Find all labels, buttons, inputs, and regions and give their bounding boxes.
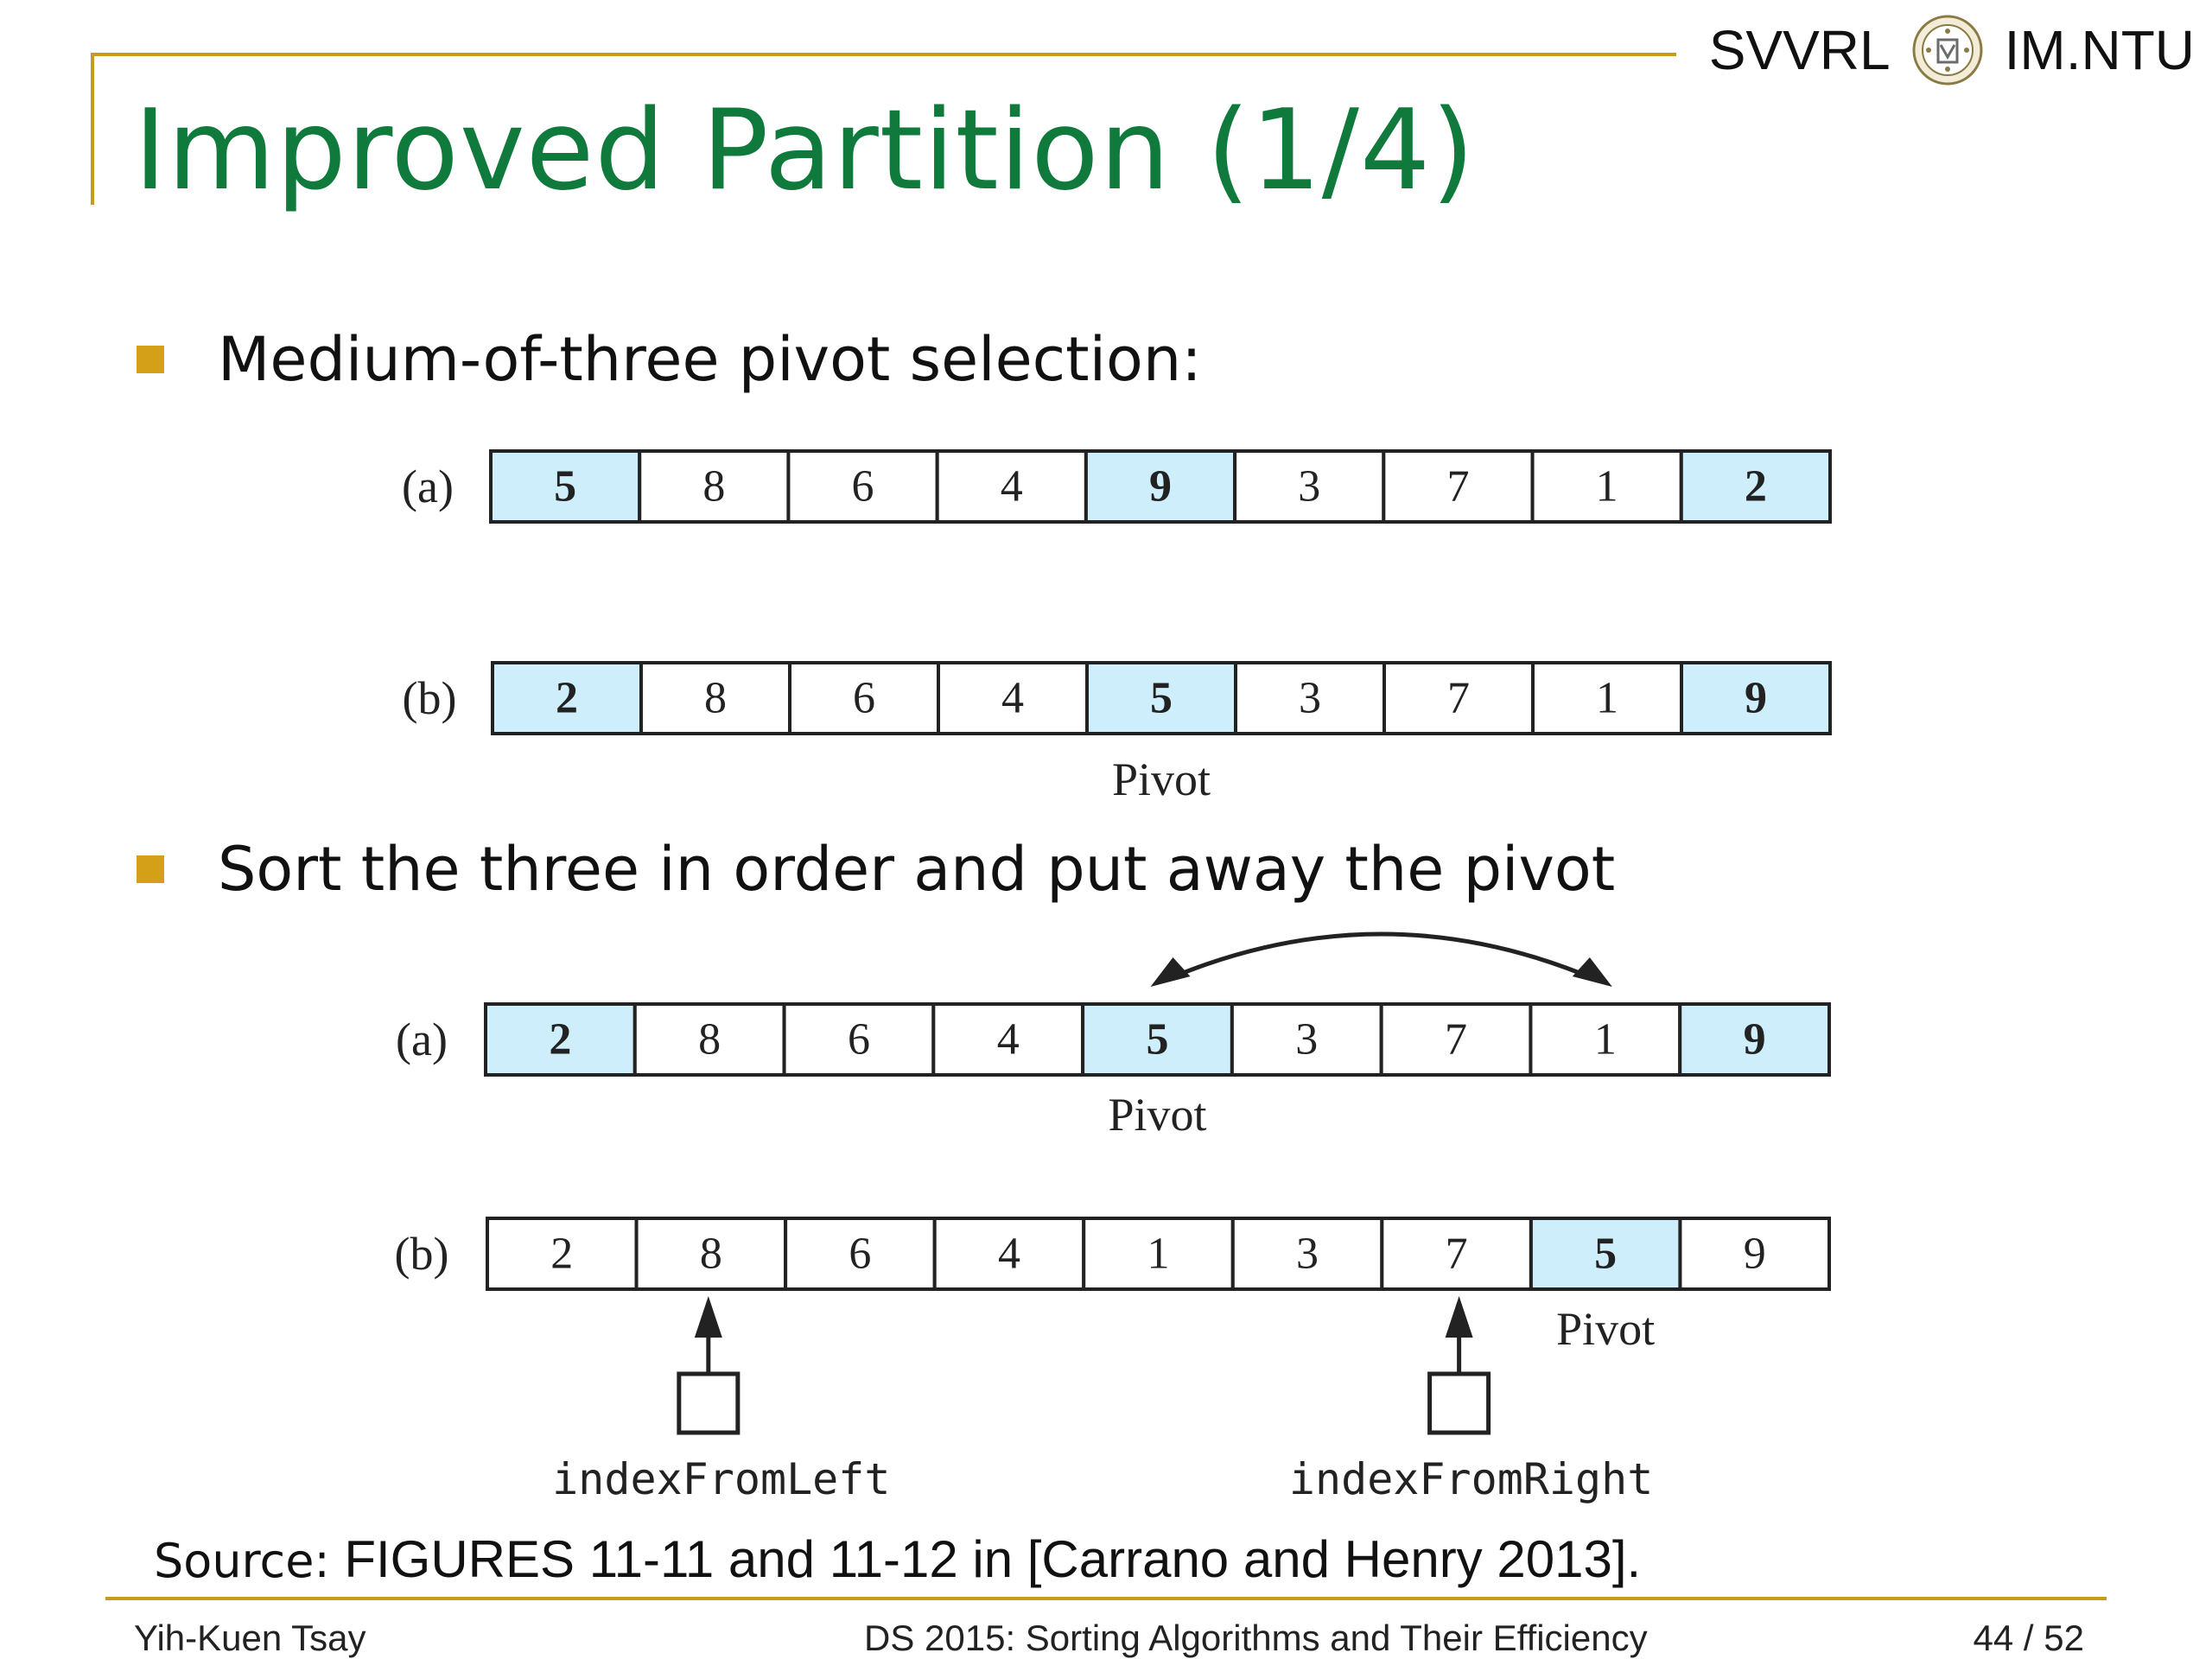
university-seal-icon: [1912, 15, 1983, 86]
cell-value: 1: [1147, 1230, 1170, 1279]
cell-value: 3: [1299, 674, 1321, 723]
brand-imntu: IM.NTU: [2004, 19, 2195, 81]
cell-value: 2: [550, 1230, 573, 1279]
cell-value: 3: [1298, 462, 1320, 512]
cell-value: 9: [1744, 1015, 1766, 1065]
footer-author: Yih-Kuen Tsay: [134, 1618, 366, 1658]
pivot-label: Pivot: [1108, 1089, 1206, 1141]
footer-course: DS 2015: Sorting Algorithms and Their Ef…: [864, 1618, 1648, 1658]
bullet-text: Medium-of-three pivot selection:: [218, 324, 1202, 395]
cell-value: 3: [1296, 1230, 1319, 1279]
source-prefix: Source:: [154, 1534, 330, 1588]
cell-value: 6: [848, 1015, 870, 1065]
cell-value: 4: [1001, 462, 1023, 512]
square-bullet-icon: [137, 855, 164, 883]
index-from-left-label: indexFromLeft: [552, 1454, 890, 1504]
source-text: FIGURES 11-11 and 11-12 in [Carrano and …: [329, 1530, 1642, 1588]
array-cell-highlighted: [1680, 661, 1832, 735]
cell-value: 8: [698, 1015, 721, 1065]
arrowhead-left-icon: [1150, 957, 1191, 987]
brand-svvrl: SVVRL: [1708, 19, 1891, 81]
array-cell-highlighted: [1085, 661, 1237, 735]
pivot-label: Pivot: [1556, 1303, 1655, 1355]
footer-rule: [105, 1597, 2107, 1600]
bullet-item: Sort the three in order and put away the…: [137, 834, 1615, 905]
cell-value: 3: [1295, 1015, 1318, 1065]
cell-value: 8: [704, 674, 727, 723]
array-cell-highlighted: [1678, 1002, 1831, 1077]
cell-value: 9: [1149, 462, 1172, 512]
arrow-up-icon: [694, 1296, 722, 1338]
row-label: (b): [395, 1228, 449, 1280]
array-cell: [1379, 1002, 1533, 1077]
array-cell-highlighted: [484, 1002, 637, 1077]
array-cell: [937, 661, 1089, 735]
arrow-up-icon: [1445, 1296, 1473, 1338]
slide-title: Improved Partition (1/4): [134, 86, 1476, 215]
row-label: (a): [402, 461, 454, 512]
brand-bar: SVVRL IM.NTU: [1709, 12, 2195, 88]
array-cell: [1082, 1217, 1235, 1291]
cell-value: 8: [700, 1230, 722, 1279]
row-label: (a): [396, 1014, 448, 1065]
cell-value: 1: [1596, 674, 1618, 723]
row-label: (b): [403, 672, 457, 724]
array-cell: [1530, 449, 1683, 524]
array-cell: [1234, 661, 1386, 735]
array-cell: [638, 449, 791, 524]
cell-value: 7: [1445, 1015, 1467, 1065]
cell-value: 7: [1447, 674, 1470, 723]
arrowhead-right-icon: [1572, 957, 1612, 987]
cell-value: 4: [1001, 674, 1024, 723]
swap-arrow: [1165, 931, 1598, 982]
cell-value: 5: [1150, 674, 1173, 723]
cell-value: 5: [1147, 1015, 1169, 1065]
header-corner-rule: [91, 53, 94, 205]
array-cell-highlighted: [1679, 449, 1833, 524]
array-cell: [786, 449, 939, 524]
array-cell: [932, 1217, 1086, 1291]
cell-value: 2: [549, 1015, 571, 1065]
cell-value: 6: [849, 1230, 871, 1279]
bullet-item: Medium-of-three pivot selection:: [137, 324, 1202, 395]
bullet-text: Sort the three in order and put away the…: [218, 834, 1616, 905]
cell-value: 6: [853, 674, 875, 723]
cell-value: 7: [1446, 1230, 1468, 1279]
cell-value: 1: [1594, 1015, 1617, 1065]
array-cell: [784, 1217, 937, 1291]
index-from-right-label: indexFromRight: [1289, 1454, 1653, 1504]
array-cell: [931, 1002, 1085, 1077]
footer-page-number: 44 / 52: [1973, 1618, 2084, 1658]
index-from-left-box: [677, 1371, 741, 1435]
cell-value: 6: [852, 462, 874, 512]
array-cell: [1382, 661, 1535, 735]
pivot-label: Pivot: [1112, 753, 1211, 805]
array-cell-highlighted: [489, 449, 642, 524]
cell-value: 8: [702, 462, 725, 512]
array-cell: [1382, 449, 1535, 524]
header-rule: [91, 53, 1676, 56]
cell-value: 2: [556, 674, 578, 723]
array-cell: [788, 661, 940, 735]
cell-value: 2: [1745, 462, 1767, 512]
cell-value: 7: [1446, 462, 1469, 512]
array-cell-highlighted: [1081, 1002, 1234, 1077]
cell-value: 5: [554, 462, 576, 512]
array-cell: [1230, 1217, 1384, 1291]
cell-value: 9: [1745, 674, 1767, 723]
array-cell: [486, 1217, 639, 1291]
source-citation: Source: FIGURES 11-11 and 11-12 in [Carr…: [154, 1529, 1641, 1589]
cell-value: 4: [998, 1230, 1020, 1279]
square-bullet-icon: [137, 346, 164, 373]
array-cell: [1678, 1217, 1832, 1291]
cell-value: 4: [997, 1015, 1020, 1065]
array-cell: [1233, 449, 1386, 524]
cell-value: 5: [1594, 1230, 1617, 1279]
cell-value: 1: [1596, 462, 1618, 512]
array-cell: [1230, 1002, 1383, 1077]
index-from-right-box: [1427, 1371, 1491, 1435]
cell-value: 9: [1744, 1230, 1766, 1279]
array-cell: [935, 449, 1088, 524]
